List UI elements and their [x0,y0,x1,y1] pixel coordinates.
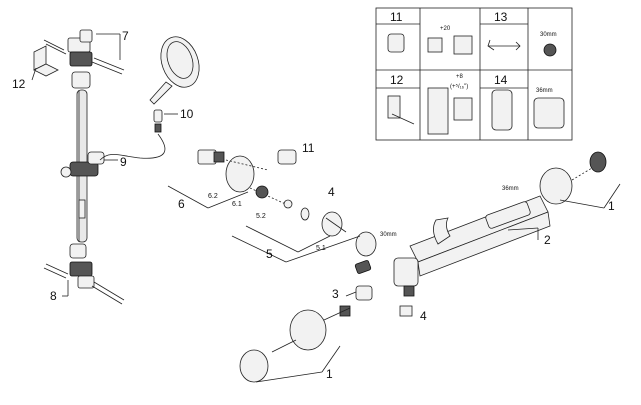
table-cell-12: 12 [390,73,404,87]
thermostat-body [239,151,621,383]
dimension-labels: 6.2 6.1 5.2 5.1 30mm 36mm [208,186,519,252]
upper-bracket-7 [43,29,125,89]
table-cell-13: 13 [494,10,508,24]
table-36mm: 36mm [536,88,553,94]
outlet-parts [167,149,377,317]
hand-shower [149,36,200,133]
callout-10: 10 [180,107,194,121]
left-leaders [31,33,178,297]
dim-6-1: 6.1 [232,201,242,208]
table-30mm: 30mm [540,32,557,38]
dim-36mm: 36mm [502,186,519,192]
callout-3: 3 [332,287,339,301]
callout-4-lower: 4 [420,309,427,323]
callout-1-left: 1 [326,367,333,381]
info-table [375,7,573,141]
callout-8: 8 [50,289,57,303]
table-cell-11: 11 [390,10,403,24]
callout-9: 9 [120,155,127,169]
shower-hose [99,133,166,161]
dim-30mm: 30mm [380,232,397,238]
callout-labels: 7 12 10 9 8 11 6 5 4 3 4 2 1 1 [12,29,615,381]
table-plus-5-16: (+⁵/₁₆") [450,83,468,90]
slider-9 [60,151,105,178]
callout-4-upper: 4 [328,185,335,199]
table-plus-20: +20 [440,26,451,32]
dim-5-1: 5.1 [316,245,326,252]
dim-6-2: 6.2 [208,193,218,200]
callout-7: 7 [122,29,129,43]
table-plus-8: +8 [456,74,464,80]
table-cell-14: 14 [494,73,508,87]
callout-5: 5 [266,247,273,261]
callout-2: 2 [544,233,551,247]
callout-6: 6 [178,197,185,211]
lower-bracket-8 [43,243,125,305]
dim-5-2: 5.2 [256,213,266,220]
callout-1-right: 1 [608,199,615,213]
shower-rail-assembly [33,29,200,305]
callout-11: 11 [302,141,315,155]
callout-12: 12 [12,77,26,91]
table-labels: 11 13 12 14 +20 +8 (+⁵/₁₆") 30mm 36mm [390,10,557,94]
wall-plate-12 [33,45,59,77]
